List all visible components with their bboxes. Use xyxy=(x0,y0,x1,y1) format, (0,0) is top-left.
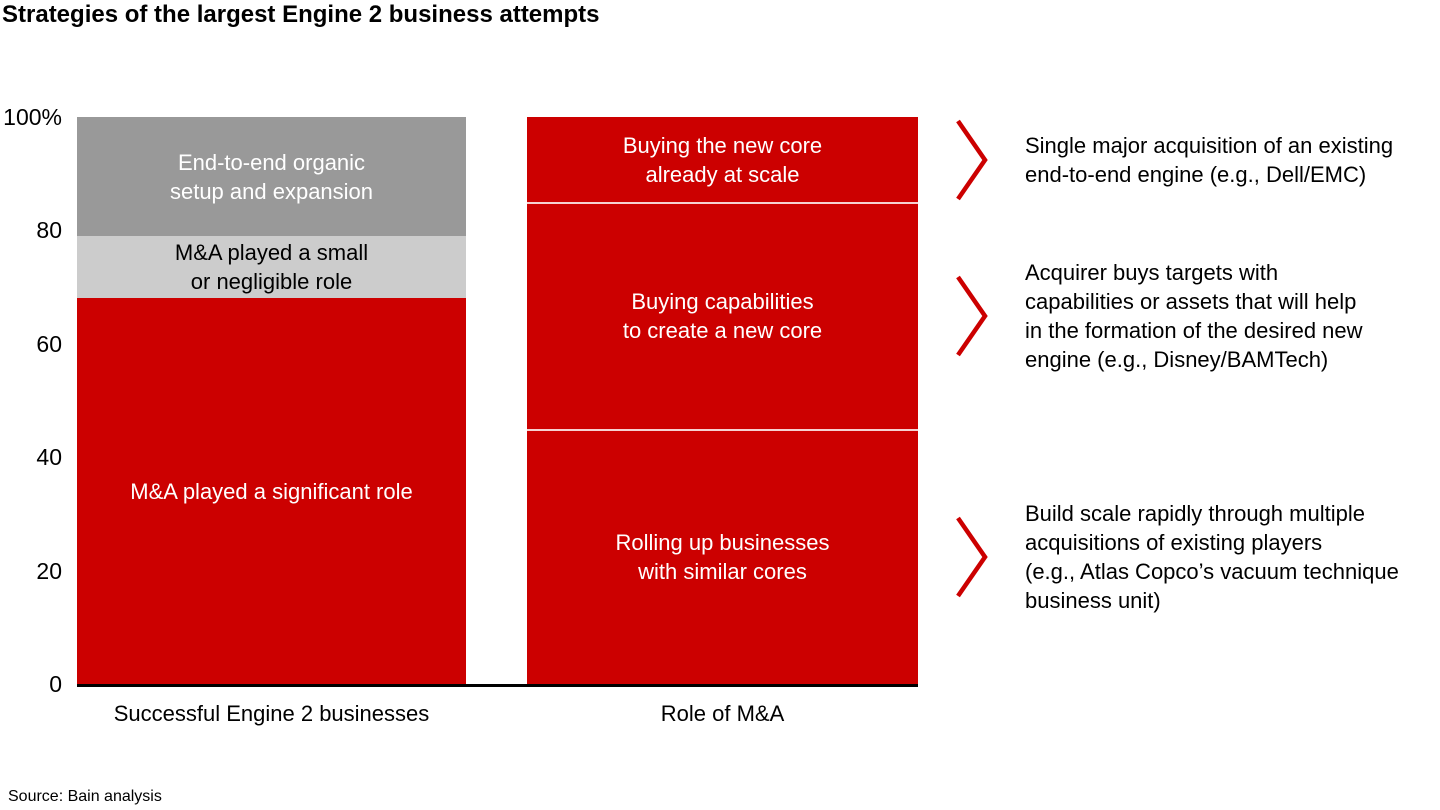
annotation-text-line: engine (e.g., Disney/BAMTech) xyxy=(1025,347,1329,372)
bar-segment: Buying the new core already at scale xyxy=(527,117,918,203)
stacked-bar: M&A played a significant role M&A played … xyxy=(77,117,466,684)
bar-segment-label: M&A played a significant role xyxy=(130,477,413,506)
bar-segment-label-line: or negligible role xyxy=(190,269,353,295)
annotation-text: Single major acquisition of an existing e… xyxy=(1025,131,1440,189)
bar-segment-label-line: setup and expansion xyxy=(169,178,374,204)
bar-segment-label-line: M&A played a small xyxy=(174,240,369,266)
annotation-text-line: acquisitions of existing players xyxy=(1025,530,1323,555)
bar-segment-label-line: End-to-end organic xyxy=(177,149,366,175)
annotation-text-line: in the formation of the desired new xyxy=(1025,318,1363,343)
y-axis-tick-label: 0 xyxy=(49,671,62,697)
annotation-text: Acquirer buys targets with capabilities o… xyxy=(1025,258,1440,374)
y-axis: 100% 80 60 40 20 0 xyxy=(0,0,62,810)
bar-segment: Buying capabilities to create a new core xyxy=(527,202,918,429)
bar-segment-label-line: with similar cores xyxy=(638,559,807,585)
chart-title: Strategies of the largest Engine 2 busin… xyxy=(2,1,600,28)
bar-segment-label: Buying capabilities to create a new core xyxy=(623,287,822,345)
annotation-text-line: (e.g., Atlas Copco’s vacuum technique xyxy=(1025,559,1399,584)
chevron-right-icon xyxy=(955,515,989,599)
y-axis-tick-label: 100% xyxy=(3,104,62,130)
bar-segment-label: End-to-end organic setup and expansion xyxy=(170,148,373,206)
x-axis-line xyxy=(77,684,918,687)
y-axis-tick-label: 40 xyxy=(36,444,62,471)
annotation-text-line: Acquirer buys targets with xyxy=(1025,260,1279,285)
bar-segment-label-line: Buying capabilities xyxy=(631,289,814,315)
y-axis-tick-label: 60 xyxy=(36,330,62,357)
y-axis-tick-label: 20 xyxy=(36,557,62,584)
bar-segment-label: Rolling up businesses with similar cores xyxy=(615,528,829,586)
plot-area: M&A played a significant role M&A played … xyxy=(77,117,918,687)
bar-segment: End-to-end organic setup and expansion xyxy=(77,117,466,237)
annotation-text-line: Single major acquisition of an existing xyxy=(1025,133,1394,158)
bar-segment: M&A played a small or negligible role xyxy=(77,236,466,299)
bar-segment-label-line: Rolling up businesses xyxy=(615,530,830,556)
source-note: Source: Bain analysis xyxy=(8,788,162,805)
annotation-text-line: end-to-end engine (e.g., Dell/EMC) xyxy=(1025,162,1367,187)
bar-segment-label-line: to create a new core xyxy=(622,318,823,344)
annotation-text-line: capabilities or assets that will help xyxy=(1025,289,1357,314)
chevron-right-icon xyxy=(955,274,989,358)
bar-segment-label-line: Buying the new core xyxy=(622,132,823,158)
bar-segment-label-line: already at scale xyxy=(645,161,800,187)
annotation-text-line: Build scale rapidly through multiple xyxy=(1025,501,1365,526)
category-label: Successful Engine 2 businesses xyxy=(113,701,430,726)
bar-segment-label-line: M&A played a significant role xyxy=(130,478,413,504)
bar-segment: Rolling up businesses with similar cores xyxy=(527,428,918,684)
category-label: Role of M&A xyxy=(660,701,785,726)
annotation-text: Build scale rapidly through multiple acqu… xyxy=(1025,499,1440,615)
stacked-bar: Rolling up businesses with similar cores B… xyxy=(527,117,918,684)
annotation-text-line: business unit) xyxy=(1025,588,1161,613)
bar-segment-label: M&A played a small or negligible role xyxy=(175,238,368,296)
bar-segment: M&A played a significant role xyxy=(77,298,466,684)
chevron-right-icon xyxy=(955,118,989,202)
y-axis-tick-label: 80 xyxy=(36,217,62,244)
bar-segment-label: Buying the new core already at scale xyxy=(623,131,822,189)
